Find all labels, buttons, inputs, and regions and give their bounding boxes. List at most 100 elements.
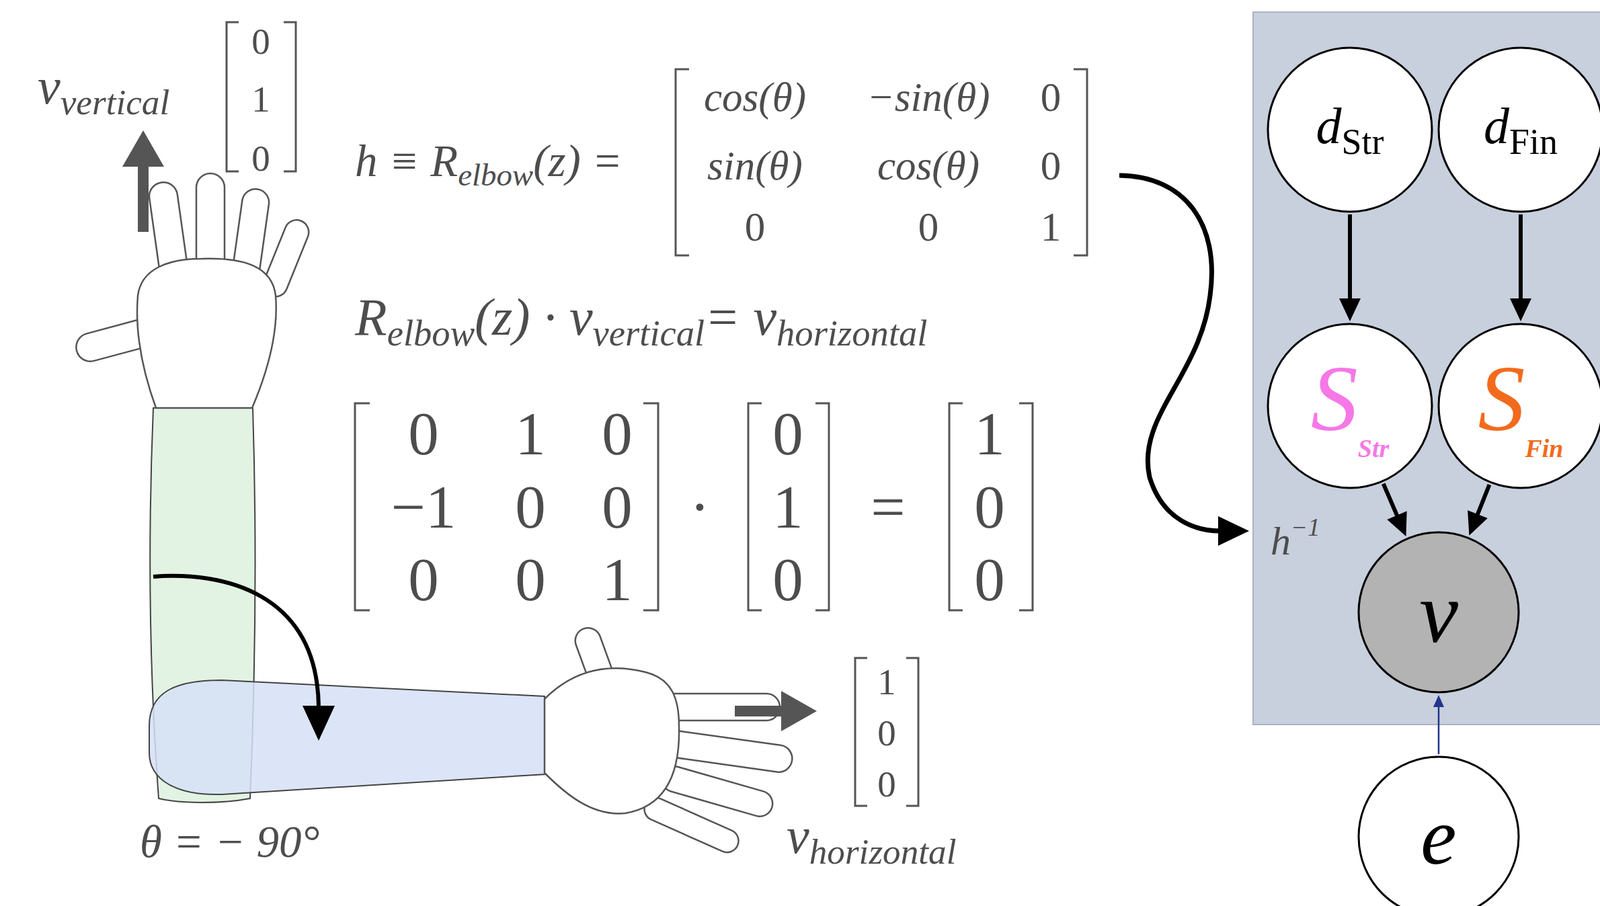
node-text: e — [1420, 796, 1457, 878]
variable-subscript: Str — [1357, 434, 1389, 463]
palm — [544, 668, 679, 814]
variable-symbol: v — [1419, 564, 1459, 661]
math-text: 1 — [1040, 204, 1062, 250]
variable-symbol: e — [1420, 791, 1457, 882]
arrow-head — [1218, 516, 1250, 546]
direction-arrow — [734, 705, 787, 717]
node-circle — [1438, 47, 1600, 212]
math-text: 0 — [974, 473, 1006, 542]
vector-entry: 1 — [251, 80, 271, 118]
node-circle — [1358, 532, 1519, 693]
vector-entry: 0 — [974, 476, 1006, 538]
connector — [1339, 214, 1361, 322]
variable-symbol: d — [1315, 97, 1342, 154]
matrix-entry: 0 — [744, 206, 766, 248]
vector-entry: 1 — [877, 663, 897, 701]
palm — [137, 258, 277, 409]
node-text: dStr — [1315, 100, 1384, 160]
mapping-arrow — [1119, 175, 1221, 532]
vector-entry: 0 — [877, 714, 897, 752]
vector-label: vhorizontal — [786, 810, 956, 870]
latent-node: dStr — [1266, 46, 1434, 214]
vector-entry: 0 — [772, 403, 804, 465]
rotation-arrow — [153, 576, 319, 708]
vector-entry: 1 — [772, 476, 804, 538]
math-text: = v — [704, 287, 777, 347]
forearm-horizontal — [149, 680, 546, 795]
math-text: −1 — [391, 473, 457, 542]
bracket — [855, 658, 919, 807]
node-circle — [1358, 756, 1519, 906]
inverse-label: h−1 — [1270, 514, 1321, 562]
vector-label: vvertical — [37, 60, 170, 121]
math-text: 0 — [1040, 74, 1062, 120]
connector-line — [1518, 214, 1523, 306]
operator: · — [689, 476, 710, 538]
variable-subscript: Fin — [1509, 121, 1558, 163]
hand-right — [544, 624, 794, 857]
node-circle — [1267, 324, 1432, 489]
connector — [1383, 484, 1408, 537]
noise-node: e — [1357, 755, 1520, 906]
math-text: 0 — [251, 137, 271, 179]
variable-symbol: S — [1477, 346, 1525, 451]
matrix-entry: 0 — [601, 403, 633, 465]
finger — [663, 729, 794, 774]
variable-subscript: Str — [1341, 121, 1384, 163]
equation: Relbow(z) · vvertical= vhorizontal — [354, 291, 928, 353]
observed-node: v — [1357, 531, 1520, 694]
subscript: elbow — [457, 157, 534, 193]
arrow-head — [781, 691, 817, 732]
matrix-entry: cos(θ) — [877, 145, 980, 187]
connector-line — [1347, 214, 1352, 306]
arrow-head — [1386, 510, 1407, 537]
subscript: vertical — [592, 312, 706, 354]
math-text: 0 — [514, 545, 546, 614]
math-text: 0 — [408, 400, 439, 468]
node-circle — [1267, 47, 1432, 212]
plate — [1253, 12, 1600, 725]
node-text: SFin — [1477, 351, 1564, 462]
node-text: v — [1419, 568, 1459, 657]
latent-node: dFin — [1437, 46, 1600, 214]
math-text: 0 — [877, 712, 897, 754]
matrix-entry: 1 — [514, 403, 546, 465]
math-text: (z) = — [533, 135, 623, 186]
matrix-entry: 0 — [601, 476, 633, 538]
math-text: 0 — [408, 545, 439, 614]
math-text: 0 — [877, 763, 897, 805]
variable-symbol: S — [1310, 346, 1358, 451]
operator: = — [870, 476, 905, 538]
subscript: elbow — [387, 312, 475, 354]
math-text: 1 — [251, 78, 271, 120]
variable-subscript: Fin — [1524, 434, 1564, 463]
math-text: 1 — [974, 400, 1006, 468]
math-text: v — [786, 807, 810, 864]
math-text: 1 — [772, 473, 804, 542]
math-text: 0 — [601, 473, 633, 542]
math-text: 0 — [251, 20, 271, 62]
subscript: vertical — [60, 82, 170, 123]
connector — [1509, 214, 1532, 322]
matrix-entry: 0 — [1040, 145, 1062, 187]
matrix-entry: −1 — [391, 476, 457, 538]
matrix-entry: 0 — [918, 206, 940, 248]
math-text: 0 — [918, 204, 940, 250]
math-text: 1 — [514, 400, 546, 468]
arrow-head — [1509, 298, 1532, 322]
math-text: sin(θ) — [707, 143, 803, 189]
math-text: (z) · v — [474, 287, 593, 347]
angle-label: θ = − 90° — [139, 819, 320, 865]
node-circle — [1438, 324, 1600, 489]
matrix-entry: 0 — [1040, 76, 1062, 118]
math-text: θ = − 90° — [139, 816, 320, 867]
matrix-entry: sin(θ) — [707, 145, 803, 187]
math-text: · — [689, 473, 710, 542]
math-text: 0 — [601, 400, 633, 468]
math-text: 0 — [974, 545, 1006, 614]
vector-entry: 0 — [251, 22, 271, 60]
latent-node: SStr — [1266, 322, 1434, 490]
math-text: −sin(θ) — [867, 74, 991, 120]
arrow-head — [1467, 510, 1488, 536]
connector-line — [1437, 703, 1440, 755]
